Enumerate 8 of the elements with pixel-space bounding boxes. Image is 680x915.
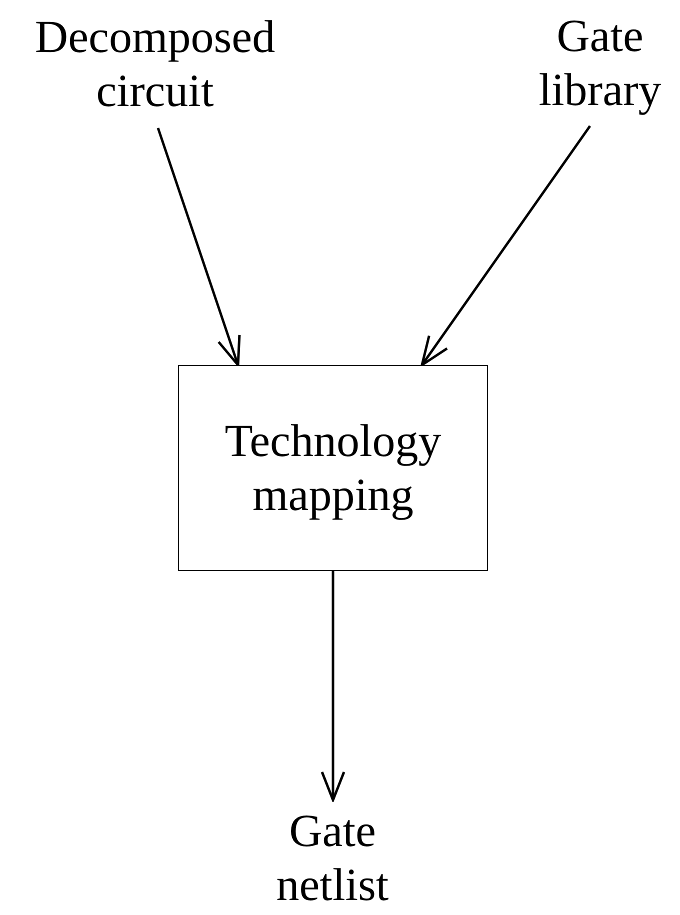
process-box <box>178 365 488 571</box>
arrow <box>320 571 346 802</box>
arrow <box>420 125 592 366</box>
flow-label: Gate netlist <box>275 804 390 912</box>
arrow <box>156 128 241 366</box>
process-label: Technology mapping <box>224 414 442 522</box>
flow-label: Decomposed circuit <box>34 10 276 118</box>
flow-label: Gate library <box>538 9 662 117</box>
